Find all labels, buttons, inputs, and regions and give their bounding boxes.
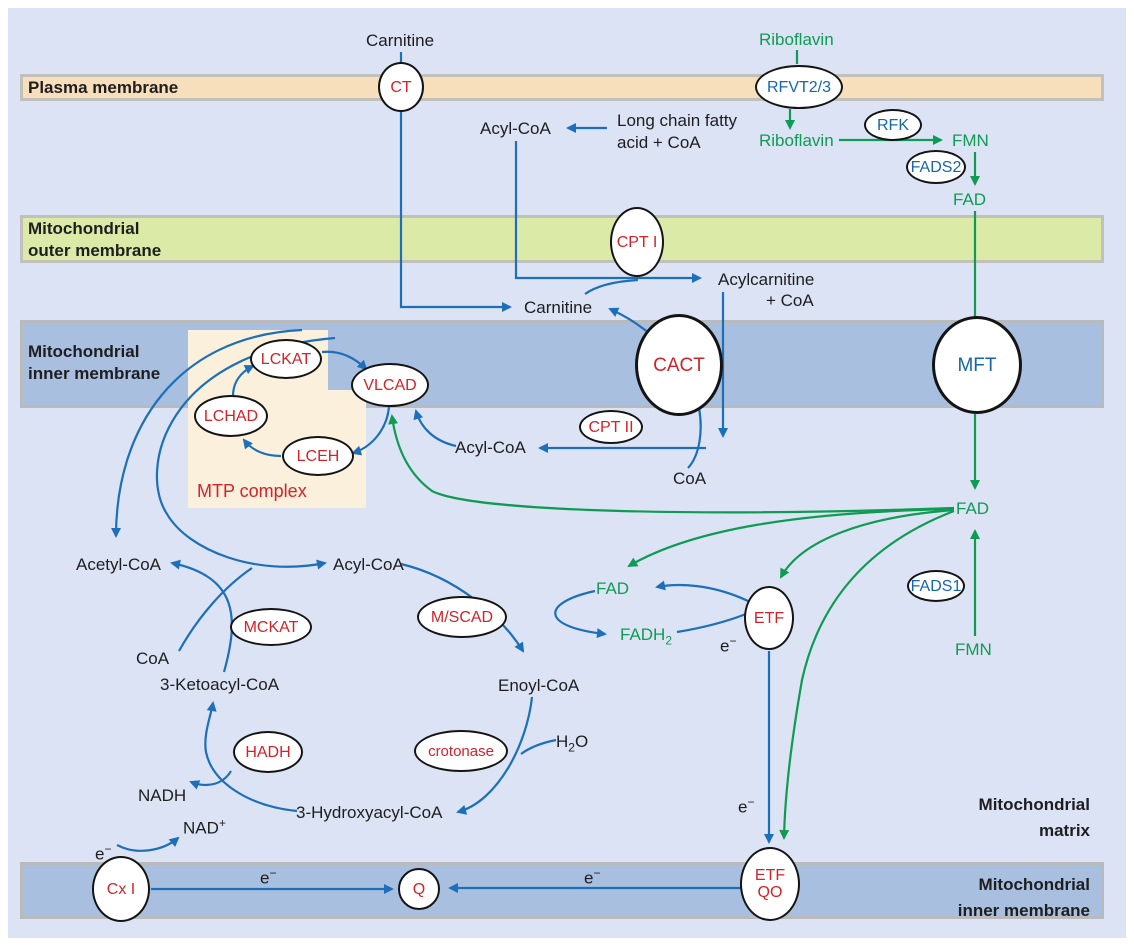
label-ketoacyl: 3-Ketoacyl-CoA (160, 675, 280, 694)
plasma-membrane-label: Plasma membrane (28, 78, 179, 97)
arrow-lckat-to-vlcad (321, 350, 368, 371)
label-acylcarnitine: Acylcarnitine (718, 270, 815, 289)
arrow-vlcad-to-lceh (351, 406, 391, 456)
label-fmn-bottom: FMN (955, 640, 992, 659)
label-riboflavin-inner: Riboflavin (759, 131, 834, 150)
label-enoyl: Enoyl-CoA (498, 676, 580, 695)
label-electron-etf-etfqo: e− (738, 795, 755, 817)
label-fad-mid: FAD (596, 579, 630, 598)
label-riboflavin-top: Riboflavin (759, 30, 834, 49)
node-lchad: LCHAD (194, 395, 268, 437)
label-fadh2: FADH2 (620, 625, 673, 648)
arrow-fadh2-to-etf (676, 612, 747, 634)
label-acylcoa-top: Acyl-CoA (480, 119, 551, 138)
arrow-acylcoa-to-acylcarnitine (514, 141, 702, 283)
arrow-ketoacyl-to-acetylcoa (170, 559, 233, 673)
node-mscad: M/SCAD (417, 596, 507, 638)
node-rfk: RFK (864, 109, 922, 141)
node-vlcad: VLCAD (351, 363, 429, 407)
node-etf: ETF (744, 586, 794, 650)
label-acylcarnitine-coa: + CoA (766, 291, 814, 310)
arrow-mtp-to-acetylcoa (111, 328, 303, 538)
label-nadh: NADH (138, 786, 187, 805)
label-electron-cx1-q: e− (260, 866, 277, 888)
outer-membrane-band (20, 215, 1104, 263)
label-nadplus: NAD+ (183, 816, 226, 838)
arrow-fadright-to-etfqo (779, 509, 955, 840)
arrow-lchad-to-lckat (231, 365, 255, 397)
node-cpt1: CPT I (610, 207, 664, 277)
arrow-fadright-to-vlcad (388, 414, 955, 514)
label-h2o: H2O (556, 732, 589, 755)
arrow-fadright-to-fadmid (627, 507, 955, 568)
arrow-enoyl-to-hydroxyacyl (456, 696, 534, 815)
node-mckat: MCKAT (230, 608, 312, 646)
arrow-e-to-nadplus (116, 836, 180, 852)
node-lckat: LCKAT (250, 339, 322, 379)
inner-membrane-band-bottom (20, 862, 1104, 919)
label-acetylcoa: Acetyl-CoA (76, 555, 162, 574)
label-acylcoa-matrix: Acyl-CoA (333, 555, 404, 574)
label-carnitine-top: Carnitine (366, 31, 435, 50)
label-coa-matrix: CoA (136, 649, 170, 668)
arrow-h2o-join (520, 738, 557, 755)
arrow-hydroxyacyl-to-ketoacyl (204, 701, 298, 813)
arrow-ct-to-carnitine (399, 111, 512, 312)
label-mtp-complex: MTP complex (197, 481, 307, 501)
arrow-lceh-to-lchad (242, 438, 282, 458)
node-q: Q (398, 868, 440, 910)
label-fad-top: FAD (953, 190, 987, 209)
arrow-mtp-to-acylcoa (155, 336, 336, 570)
arrow-etf-to-fad (655, 580, 749, 602)
arrow-carnitine-to-cpt1 (584, 278, 639, 295)
arrow-fadright-to-etf (780, 508, 955, 579)
node-mft: MFT (932, 316, 1022, 414)
label-carnitine-mid: Carnitine (524, 298, 593, 317)
label-fmn-top: FMN (952, 131, 989, 150)
arrow-acylcoa-to-vlcad (413, 409, 457, 448)
node-crotonase: crotonase (414, 730, 508, 772)
arrow-coa-to-mckat (178, 567, 253, 652)
label-acylcoa-ims: Acyl-CoA (455, 438, 526, 457)
label-electron-etf: e− (720, 634, 737, 656)
node-cx1: Cx I (92, 856, 150, 922)
node-cact: CACT (635, 314, 723, 416)
node-ct: CT (378, 62, 424, 112)
plasma-membrane-band (20, 74, 1104, 101)
arrow-hadh-to-nadh (189, 770, 232, 790)
label-electron-cx1: e− (95, 842, 112, 864)
node-rfvt23: RFVT2/3 (755, 65, 843, 109)
node-cpt2: CPT II (579, 410, 643, 444)
label-electron-etfqo-q: e− (584, 866, 601, 888)
node-fads1: FADS1 (907, 570, 965, 602)
node-hadh: HADH (233, 731, 303, 773)
label-coa-ims: CoA (673, 469, 707, 488)
arrow-fad-to-fadh2 (554, 589, 607, 639)
node-fads2: FADS2 (906, 150, 966, 184)
node-lceh: LCEH (282, 436, 354, 476)
label-fad-right: FAD (956, 499, 990, 518)
label-hydroxyacyl: 3-Hydroxyacyl-CoA (296, 803, 443, 822)
